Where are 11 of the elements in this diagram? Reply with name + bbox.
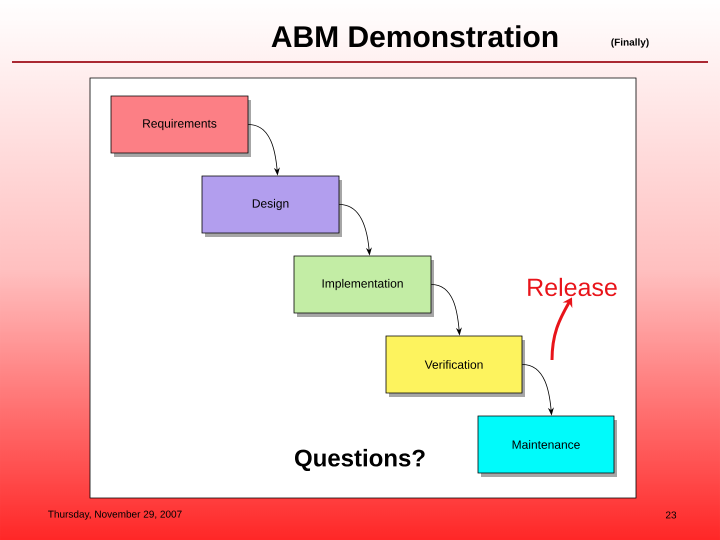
small-subtitle: (Finally) [611,38,649,48]
footer-date: Thursday, November 29, 2007 [48,510,182,520]
page-number: 23 [666,511,676,519]
process-box: Design [202,176,342,237]
question-text: Questions? [295,448,425,472]
release-label: Release [528,278,617,296]
process-box: Verification [386,336,525,397]
process-box: Implementation [294,256,434,317]
title: ABM Demonstration [272,25,558,48]
process-box: Requirements [110,96,251,157]
process-box: Maintenance [478,416,617,477]
